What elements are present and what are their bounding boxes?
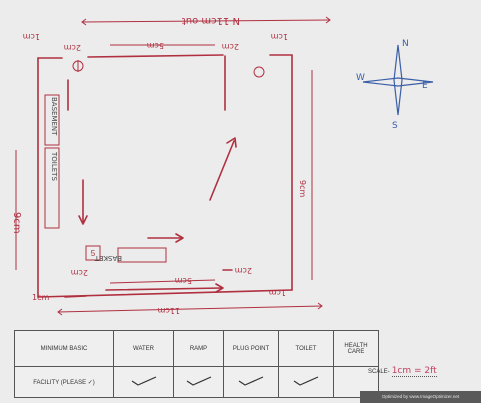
svg-text:5: 5: [91, 249, 96, 258]
corner-bottom-left: 1cm: [32, 293, 49, 302]
basement-box: [44, 94, 60, 146]
plug-symbol-right: [253, 66, 265, 78]
toilets-box: [44, 147, 60, 229]
basket-label: BASKET: [94, 254, 122, 262]
header-health-care: HEALTH CARE: [333, 330, 379, 367]
scale-label: SCALE-: [368, 369, 390, 375]
facility-table: MINIMUM BASIC WATER RAMP PLUG POINT TOIL…: [14, 330, 379, 398]
facility-table-check-row: FACILITY (PLEASE ✓): [14, 366, 379, 398]
header-plug-point: PLUG POINT: [223, 330, 279, 367]
bottom-label: 11cm: [157, 306, 180, 315]
check-toilet[interactable]: [278, 366, 334, 398]
bottom-dimension-line: [57, 305, 323, 313]
inner-wall-bottom-left: [64, 295, 87, 298]
left-label: 9cm: [11, 212, 22, 234]
header-ramp: RAMP: [173, 330, 224, 367]
basket-box: [117, 247, 167, 263]
right-label: 9cm: [298, 180, 307, 197]
scale-note: SCALE-1cm = 2ft: [368, 366, 437, 377]
floor-plan-sketch: 5 N 11cm out 9cm 9cm 11cm 2cm 5cm 2cm 1c…: [11, 15, 434, 316]
toilets-label: TOILETS: [50, 151, 58, 181]
facility-table-header-row: MINIMUM BASIC WATER RAMP PLUG POINT TOIL…: [14, 330, 379, 367]
basement-label: BASEMENT: [50, 97, 58, 136]
compass-s-label: S: [392, 121, 398, 131]
check-health-care[interactable]: [333, 366, 379, 398]
small-box: [85, 245, 101, 261]
bottom-mid-dim: 5cm: [175, 276, 192, 285]
check-mark-icon: [238, 376, 264, 386]
scale-value: 1cm = 2ft: [391, 366, 437, 377]
movement-arrow-up: [209, 140, 235, 201]
compass-n-label: N: [402, 39, 409, 49]
check-mark-icon: [186, 376, 211, 386]
corner-top-right: 1cm: [271, 32, 288, 41]
inner-top-left-dim: 2cm: [64, 43, 81, 52]
header-toilet: TOILET: [278, 330, 334, 367]
check-mark-icon: [293, 376, 319, 386]
compass-w-label: W: [356, 73, 365, 83]
top-dimension-line: [81, 19, 331, 23]
plug-symbol-left: [72, 60, 84, 72]
corner-bottom-right: 1cm: [269, 288, 286, 297]
header-water: WATER: [113, 330, 174, 367]
wall-top-mid-seg: [87, 54, 224, 58]
check-mark-icon: [131, 376, 156, 386]
row-label-facility: FACILITY (PLEASE ✓): [14, 366, 114, 398]
check-water[interactable]: [113, 366, 174, 398]
check-ramp[interactable]: [173, 366, 224, 398]
movement-arrow-bottom: [105, 287, 223, 291]
check-plug-point[interactable]: [223, 366, 279, 398]
top-label: N 11cm out: [182, 15, 240, 26]
bottom-right-dim: 2cm: [235, 266, 252, 275]
header-minimum-basic: MINIMUM BASIC: [14, 330, 114, 367]
compass-e-label: E: [422, 81, 428, 91]
optimizer-credit: Optimized by www.ImageOptimizer.net: [360, 391, 481, 403]
corner-top-left: 1cm: [23, 32, 40, 41]
inner-top-right-dim: 2cm: [222, 42, 239, 51]
compass-rose: N E S W: [356, 39, 434, 131]
bottom-left-dim: 2cm: [71, 268, 88, 277]
inner-top-mid-dim: 5cm: [147, 41, 164, 50]
